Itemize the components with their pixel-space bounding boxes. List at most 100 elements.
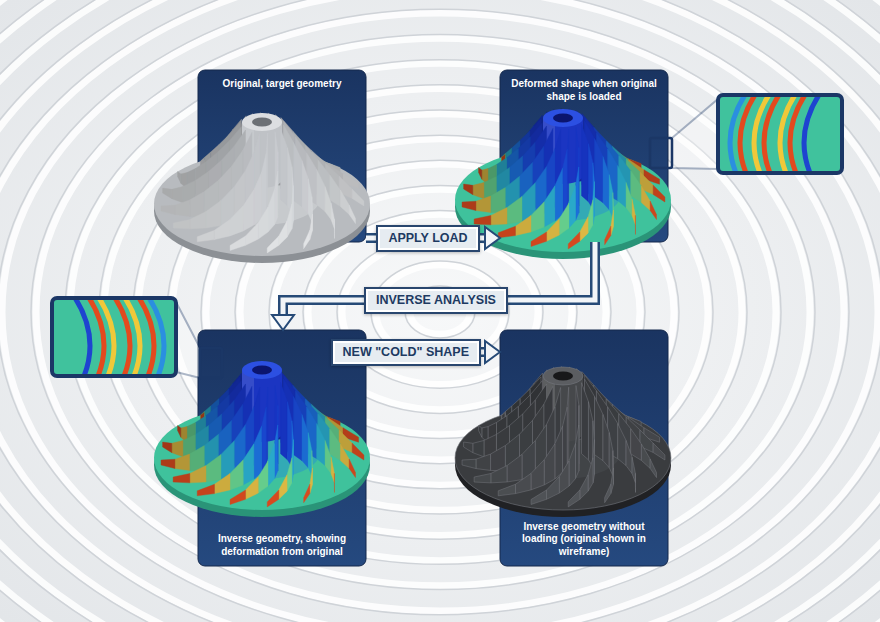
hub-top (543, 367, 583, 385)
panel: Inverse geometry without loading (origin… (500, 330, 668, 566)
blade (294, 397, 302, 461)
blade (310, 468, 313, 494)
blade (172, 186, 183, 202)
blade (349, 459, 355, 478)
zoom-blade (122, 298, 140, 376)
blade (317, 423, 325, 465)
zoom-callouts (52, 90, 842, 381)
blade (254, 172, 262, 225)
blade (474, 216, 491, 225)
blade (266, 133, 267, 211)
arrow-shaft (283, 242, 595, 317)
hub-top (242, 113, 282, 131)
blade (462, 201, 476, 210)
ring-shadow (99, 60, 781, 565)
blade (279, 221, 287, 246)
blade (544, 444, 555, 485)
blade (611, 468, 614, 494)
ring-shadow (201, 135, 679, 489)
arrow-label: INVERSE ANALYSIS (364, 287, 508, 314)
panel: Original, target geometry (198, 70, 366, 242)
blade (279, 475, 287, 500)
blade (491, 208, 507, 225)
blade (464, 184, 473, 195)
hub-bore (553, 114, 573, 123)
arrow-head (485, 341, 500, 363)
zoom-leader (176, 302, 200, 378)
blade (595, 397, 603, 461)
zoom-blade (804, 95, 822, 173)
blade (569, 443, 576, 486)
blade (331, 457, 334, 482)
hub-bore (252, 366, 272, 375)
blade (653, 443, 665, 460)
blade (569, 185, 576, 228)
blade (349, 205, 355, 224)
blade (531, 490, 546, 505)
blade (632, 457, 635, 482)
blade (190, 192, 205, 217)
ring (70, 38, 810, 586)
blade (653, 185, 665, 202)
blade (580, 217, 588, 242)
blade (491, 188, 506, 213)
blade (262, 153, 267, 218)
blade (281, 129, 288, 206)
blade (287, 402, 291, 467)
blade (632, 199, 635, 224)
blade (163, 442, 172, 453)
blade (531, 202, 544, 232)
zoom-blade (740, 95, 758, 173)
blade (515, 473, 530, 493)
blade (544, 186, 555, 227)
blade (304, 230, 310, 249)
blade (254, 426, 262, 479)
blade (473, 182, 484, 198)
blade (555, 168, 563, 221)
blade (197, 230, 214, 242)
blade (462, 459, 476, 468)
blade (603, 156, 609, 209)
blade (559, 203, 569, 235)
panel-caption: Inverse geometry, showing deformation fr… (206, 533, 358, 558)
zoom-source-box (650, 138, 672, 168)
blade (304, 484, 310, 503)
blade (576, 425, 579, 479)
blade (563, 149, 568, 214)
blade (190, 446, 205, 471)
zoom-leader (672, 99, 718, 169)
blade (609, 433, 613, 476)
blade (190, 466, 206, 483)
blade (568, 232, 580, 249)
blade (173, 220, 190, 229)
impeller-inverse (154, 361, 370, 517)
blade (515, 215, 530, 235)
blade (281, 383, 288, 460)
ring (206, 139, 674, 485)
zoom-blade (790, 95, 808, 173)
blade (491, 446, 506, 471)
blade (464, 442, 473, 453)
zoom-view (52, 298, 176, 376)
blade (582, 125, 589, 202)
ring (36, 13, 844, 611)
hub-top (242, 361, 282, 379)
blade (474, 474, 491, 483)
blade (588, 200, 593, 233)
blade (243, 444, 254, 485)
blade (605, 484, 611, 503)
blade (258, 461, 268, 493)
blade (246, 477, 259, 500)
